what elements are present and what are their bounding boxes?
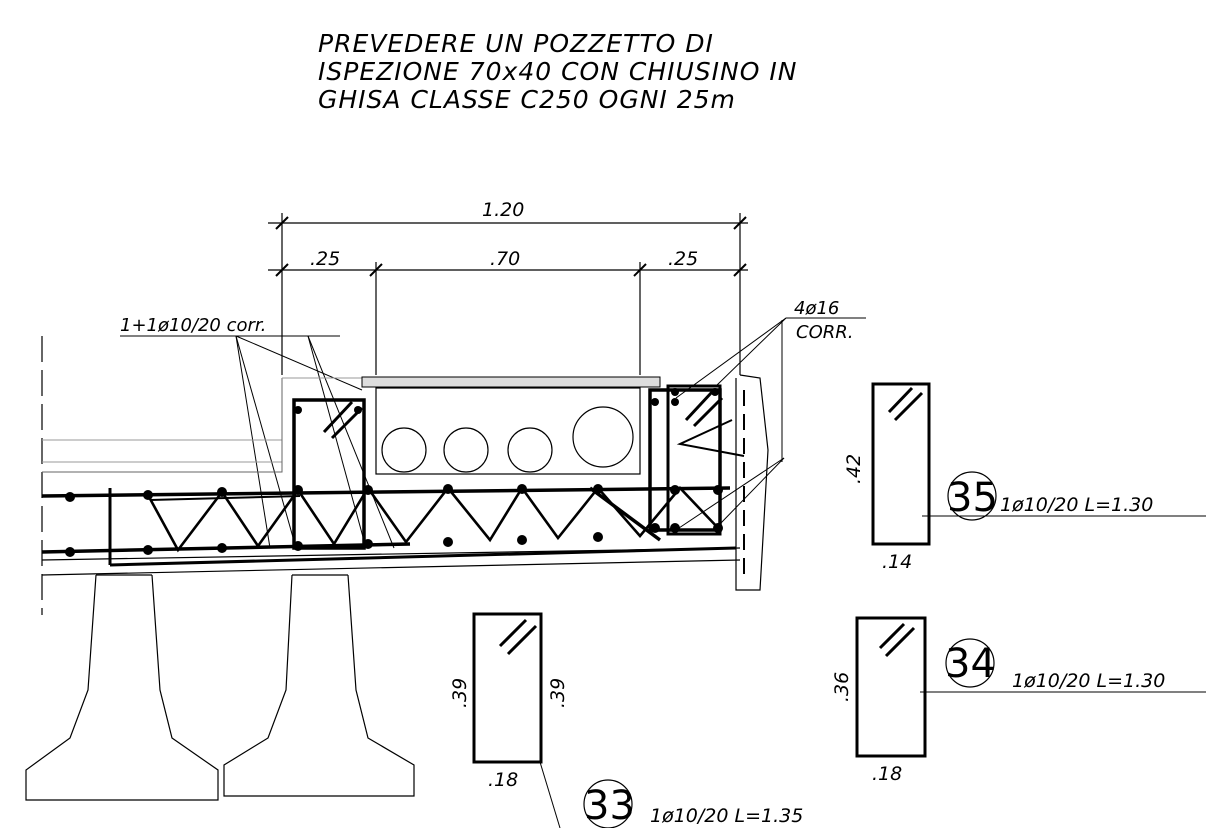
note-line-3: GHISA CLASSE C250 OGNI 25m bbox=[318, 85, 736, 114]
bar-35-spec: 1ø10/20 L=1.30 bbox=[1000, 494, 1153, 516]
bar-shape-35 bbox=[871, 382, 1206, 546]
bar-35-height: .42 bbox=[843, 454, 865, 484]
label-rebar-transverse: 1+1ø10/20 corr. bbox=[120, 315, 266, 336]
bar-33-height-left: .39 bbox=[449, 678, 471, 708]
bar-35-width: .14 bbox=[882, 551, 912, 573]
dim-total: 1.20 bbox=[482, 199, 524, 221]
bar-35-mark: 35 bbox=[947, 475, 998, 521]
rebar-dots bbox=[65, 388, 723, 557]
label-rebar-long-top: 4ø16 bbox=[794, 298, 839, 319]
dim-middle: .70 bbox=[490, 248, 520, 270]
bar-34-spec: 1ø10/20 L=1.30 bbox=[1012, 670, 1165, 692]
bar-34-mark: 34 bbox=[945, 641, 996, 687]
note-line-1: PREVEDERE UN POZZETTO DI bbox=[318, 29, 714, 58]
note-line-2: ISPEZIONE 70x40 CON CHIUSINO IN bbox=[318, 57, 797, 86]
bar-33-spec: 1ø10/20 L=1.35 bbox=[650, 805, 803, 827]
bar-34-width: .18 bbox=[872, 763, 902, 785]
bar-33-mark: 33 bbox=[584, 783, 635, 828]
cross-section bbox=[25, 336, 769, 801]
bar-34-height: .36 bbox=[831, 672, 853, 702]
leader-lines-transverse bbox=[120, 335, 395, 549]
bar-shape-34 bbox=[855, 616, 1206, 758]
leader-lines-longitudinal bbox=[675, 317, 866, 531]
dim-right: .25 bbox=[668, 248, 698, 270]
bar-33-width: .18 bbox=[488, 769, 518, 791]
dimension-lines bbox=[268, 213, 748, 375]
dim-left: .25 bbox=[310, 248, 340, 270]
bar-33-height-right: .39 bbox=[547, 678, 569, 708]
bar-shape-33 bbox=[472, 612, 633, 828]
label-rebar-long-bottom: CORR. bbox=[796, 322, 853, 343]
